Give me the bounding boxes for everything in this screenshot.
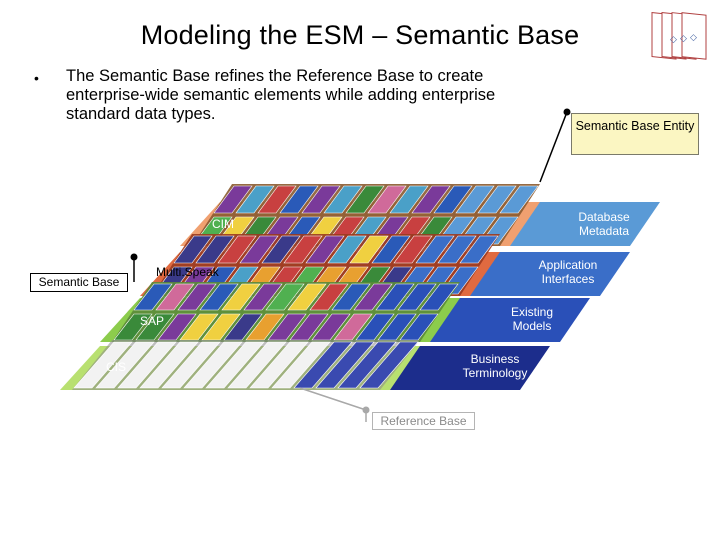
grid-cell — [213, 185, 253, 214]
grid-cell — [117, 341, 177, 389]
grid-cell — [337, 341, 397, 389]
grid-cell — [327, 235, 367, 264]
callout-reference-base: Reference Base — [372, 412, 475, 430]
grid-cell — [455, 185, 495, 214]
grid-cell — [367, 185, 407, 214]
grid-cell — [249, 341, 309, 389]
panel-label-application-interfaces: Application Interfaces — [538, 258, 598, 286]
grid-cell — [459, 235, 499, 264]
connector-reference-base — [299, 387, 367, 411]
svg-text:◇: ◇ — [680, 33, 687, 43]
grid-cell — [433, 185, 473, 214]
grid-planes — [72, 184, 540, 390]
grid-cell — [411, 185, 451, 214]
layer-label-multispeak: Multi.Speak — [156, 265, 219, 279]
panel-database-metadata — [510, 202, 660, 246]
panel-label-existing-models: Existing Models — [510, 305, 554, 333]
grid-cell — [437, 235, 477, 264]
grid-cell — [133, 283, 173, 311]
grid-cell — [389, 185, 429, 214]
svg-text:◇: ◇ — [670, 34, 677, 44]
grid-cell — [271, 341, 331, 389]
grid-cell — [95, 341, 155, 389]
grid-cell — [227, 341, 287, 389]
layer-label-cis: CIS — [106, 360, 127, 374]
grid-cell — [221, 283, 261, 311]
grid-cell — [265, 283, 305, 311]
panel-existing-models — [430, 298, 590, 342]
grid-cell — [73, 341, 133, 389]
grid-cell — [139, 341, 199, 389]
grid-cell — [371, 235, 411, 264]
grid-cell — [331, 283, 371, 311]
bullet-marker: • — [34, 70, 39, 86]
layer-label-cim: CIM — [212, 217, 234, 231]
grid-cell — [345, 185, 385, 214]
grid-cell — [161, 341, 221, 389]
grid-cell — [301, 185, 341, 214]
grid-cell — [393, 235, 433, 264]
connector-dot-semantic-base — [130, 253, 138, 261]
grid-cell — [243, 283, 283, 311]
grid-cell — [305, 235, 345, 264]
grid-cell — [199, 283, 239, 311]
grid-cell — [195, 235, 235, 264]
grid-cell — [309, 283, 349, 311]
grid-cell — [323, 185, 363, 214]
grid-cell — [375, 283, 415, 311]
layer-label-sap: SAP — [140, 314, 165, 328]
grid-cell — [419, 283, 459, 311]
grid-cell — [155, 283, 195, 311]
grid-cell — [415, 235, 455, 264]
connector-dot-entity — [563, 108, 571, 116]
grid-cell — [293, 341, 353, 389]
callout-semantic-base-entity: Semantic Base Entity — [571, 113, 699, 155]
grid-cell — [359, 341, 419, 389]
page-stack-icon: ◇ ◇ ◇ — [651, 11, 707, 60]
grid-cell — [499, 185, 539, 214]
panel-label-database-metadata: Database Metadata — [578, 210, 630, 238]
grid-cell — [315, 341, 375, 389]
grid-cell — [205, 341, 265, 389]
slide-title: Modeling the ESM – Semantic Base — [140, 20, 580, 50]
grid-cell — [173, 235, 213, 264]
grid-cell — [287, 283, 327, 311]
grid-cell — [283, 235, 323, 264]
callout-semantic-base: Semantic Base — [30, 273, 128, 292]
grid-cell — [397, 283, 437, 311]
grid-cell — [349, 235, 389, 264]
grid-cell — [239, 235, 279, 264]
grid-cell — [261, 235, 301, 264]
grid-cell — [235, 185, 275, 214]
grid-cell — [177, 283, 217, 311]
grid-cell — [279, 185, 319, 214]
connector-dot-reference-base — [362, 406, 370, 414]
grid-cell — [353, 283, 393, 311]
bullet-text: The Semantic Base refines the Reference … — [66, 67, 496, 123]
grid-cell — [217, 235, 257, 264]
grid-cell — [477, 185, 517, 214]
grid-cell — [183, 341, 243, 389]
svg-text:◇: ◇ — [690, 32, 697, 42]
panel-application-interfaces — [470, 252, 630, 296]
panel-business-terminology — [390, 346, 550, 390]
grid-cell — [257, 185, 297, 214]
panel-label-business-terminology: Business Terminology — [462, 352, 528, 380]
connector-entity — [539, 111, 568, 183]
